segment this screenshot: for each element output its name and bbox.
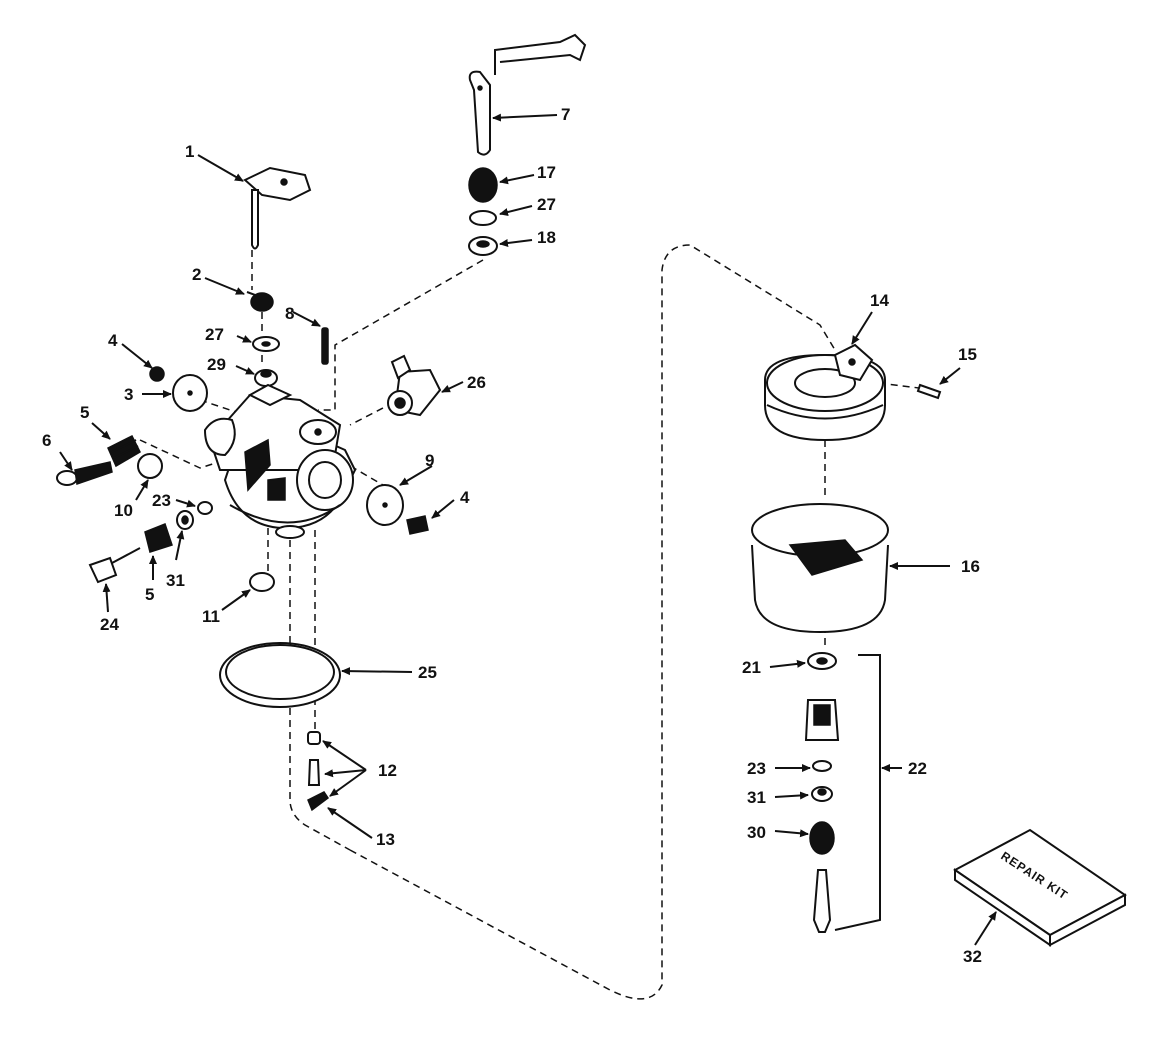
callout-8: 8: [285, 304, 294, 323]
callout-3: 3: [124, 385, 133, 404]
callout-12: 12: [378, 761, 397, 780]
callout-11: 11: [202, 607, 220, 626]
callout-25: 25: [418, 663, 437, 682]
callout-31-stack: 31: [747, 788, 766, 807]
fuel-fitting: [387, 354, 442, 417]
spring-lower: [144, 523, 173, 553]
callout-4-upper: 4: [108, 331, 118, 350]
choke-spring: [246, 291, 274, 312]
repair-kit: REPAIR KIT: [953, 828, 1127, 947]
bracket-22: [834, 654, 881, 931]
callout-27-left: 27: [205, 325, 224, 344]
needle-clip: [307, 791, 330, 812]
callout-29: 29: [207, 355, 226, 374]
welch-plug: [137, 453, 163, 479]
callout-18: 18: [537, 228, 556, 247]
callout-10: 10: [114, 501, 133, 520]
callout-7: 7: [561, 105, 570, 124]
bushing: [254, 369, 278, 387]
callout-14: 14: [870, 291, 889, 310]
callout-21: 21: [742, 658, 761, 677]
spring-upper: [107, 434, 141, 468]
choke-plate: [366, 484, 404, 526]
callout-15: 15: [958, 345, 977, 364]
callout-31-body: 31: [166, 571, 185, 590]
idle-screw: [56, 461, 113, 486]
callout-5-upper: 5: [80, 403, 89, 422]
leader-arrows: [59, 113, 997, 946]
inlet-needle-seat: [307, 731, 321, 786]
callout-labels: 1 2 3 4 4 5 5 6 7 8 9 10 11 12 13 14 15 …: [42, 105, 982, 966]
screw-right: [406, 515, 429, 535]
callout-26: 26: [467, 373, 486, 392]
callout-1: 1: [185, 142, 194, 161]
throttle-plate: [172, 374, 208, 412]
seal-18: [468, 236, 498, 256]
callout-32: 32: [963, 947, 982, 966]
throttle-shaft: [468, 33, 587, 156]
callout-27-top: 27: [537, 195, 556, 214]
bowl-gasket: [219, 642, 341, 708]
float-bowl: [751, 503, 889, 634]
callout-13: 13: [376, 830, 395, 849]
callout-9: 9: [425, 451, 434, 470]
float-hinge: [833, 343, 874, 382]
callout-6: 6: [42, 431, 51, 450]
callout-24: 24: [100, 615, 119, 634]
callout-16: 16: [961, 557, 980, 576]
callout-17: 17: [537, 163, 556, 182]
washer-top: [469, 210, 497, 226]
callout-2: 2: [192, 265, 201, 284]
callout-22: 22: [908, 759, 927, 778]
callout-5-lower: 5: [145, 585, 154, 604]
callout-30: 30: [747, 823, 766, 842]
callout-23-stack: 23: [747, 759, 766, 778]
screw-upper-left: [149, 366, 165, 382]
throttle-spring: [468, 167, 498, 203]
o-ring-small: [197, 501, 213, 515]
float-pin: [916, 383, 942, 400]
drain-valve-stack: [804, 652, 840, 933]
needle-valve: [88, 547, 141, 584]
callout-4-right: 4: [460, 488, 470, 507]
callout-23-body: 23: [152, 491, 171, 510]
plug-lower: [249, 572, 275, 592]
carburetor-body: [203, 383, 357, 539]
pin-8: [321, 327, 329, 365]
choke-shaft: [243, 166, 312, 250]
